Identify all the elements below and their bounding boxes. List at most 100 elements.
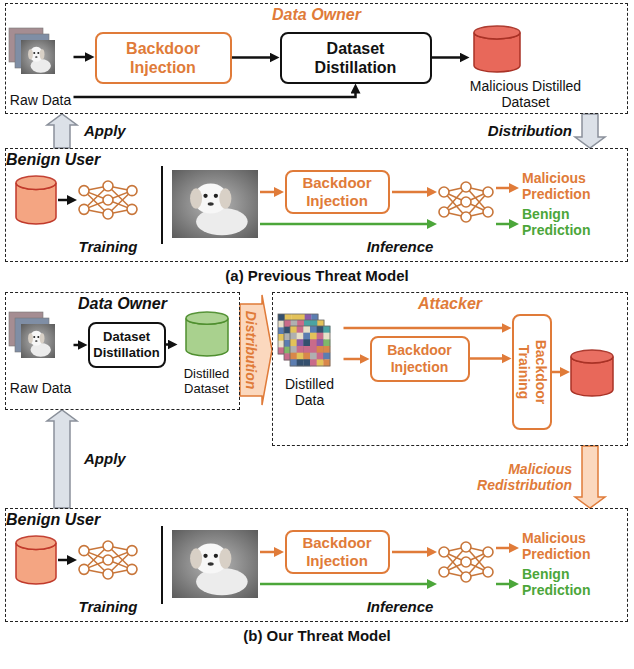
label-holder: (a) Previous Threat Model bbox=[117, 267, 517, 284]
illustration-part bbox=[208, 562, 214, 565]
flow-arrow bbox=[74, 56, 87, 59]
illustration-part bbox=[290, 326, 297, 333]
process-box: Backdoor Injection bbox=[95, 32, 232, 84]
illustration-part bbox=[214, 194, 218, 198]
prediction-label: Malicious Prediction bbox=[522, 170, 614, 202]
node-label: Dataset Distillation bbox=[90, 329, 164, 361]
flow-arrow bbox=[344, 358, 362, 361]
node-label: Backdoor Injection bbox=[97, 39, 230, 77]
illustration-part bbox=[28, 333, 33, 343]
illustration-part bbox=[439, 187, 449, 197]
flow-arrow bbox=[260, 583, 429, 586]
flow-arrow bbox=[392, 191, 429, 194]
illustration-part bbox=[317, 333, 324, 340]
illustration-part bbox=[127, 564, 137, 574]
sub-caption: (a) Previous Threat Model bbox=[117, 267, 517, 284]
illustration-part bbox=[37, 52, 39, 54]
stage-label: Training bbox=[58, 238, 158, 255]
neural-network bbox=[439, 542, 493, 582]
illustration-part bbox=[303, 353, 310, 360]
illustration-part bbox=[208, 202, 214, 205]
sub-caption: (b) Our Threat Model bbox=[117, 627, 517, 644]
illustration-part bbox=[461, 557, 471, 567]
dataset-cylinder-top bbox=[16, 176, 56, 189]
illustration-part bbox=[203, 194, 207, 198]
node-label: Backdoor Injection bbox=[372, 342, 468, 376]
illustration-part bbox=[35, 340, 37, 342]
illustration-part bbox=[290, 346, 297, 353]
dog-photo bbox=[21, 324, 55, 358]
illustration-part bbox=[290, 353, 297, 360]
neural-network bbox=[79, 181, 137, 219]
illustration-part bbox=[483, 567, 493, 577]
illustration-part bbox=[21, 40, 55, 74]
flow-arrow bbox=[496, 223, 511, 226]
label-holder: (b) Our Threat Model bbox=[117, 627, 517, 644]
illustration-part bbox=[303, 326, 310, 333]
separator-line bbox=[161, 166, 163, 244]
process-box: Backdoor Injection bbox=[285, 530, 390, 574]
node-label: Distilled Data bbox=[276, 376, 344, 408]
stage-label: Inference bbox=[355, 238, 445, 255]
dataset-cylinder-top bbox=[571, 350, 613, 363]
illustration-part bbox=[439, 567, 449, 577]
flow-arrow bbox=[166, 343, 170, 346]
illustration-part bbox=[304, 333, 311, 340]
illustration-part bbox=[461, 197, 471, 207]
arrow-label-holder: Distribution bbox=[470, 122, 572, 139]
illustration-part bbox=[323, 353, 330, 360]
illustration-part bbox=[297, 326, 304, 333]
illustration-part bbox=[37, 336, 39, 338]
flow-arrow bbox=[58, 559, 69, 562]
illustration-part bbox=[317, 327, 324, 334]
group-region: Data OwnerRaw DataDataset DistillationDi… bbox=[5, 292, 240, 410]
flow-arrow bbox=[260, 223, 429, 226]
data-item: Distilled Dataset bbox=[178, 306, 236, 396]
illustration-part bbox=[172, 530, 258, 598]
region-title: Data Owner bbox=[6, 6, 627, 24]
flow-arrow bbox=[552, 371, 562, 374]
illustration-part bbox=[190, 184, 248, 236]
process-box: Dataset Distillation bbox=[280, 32, 432, 84]
dog-photo bbox=[21, 40, 55, 74]
node-label: Backdoor Injection bbox=[287, 534, 388, 570]
illustration-part bbox=[297, 359, 304, 366]
illustration-part bbox=[291, 347, 298, 354]
flow-arrow bbox=[74, 92, 356, 98]
illustration-part bbox=[127, 546, 137, 556]
illustration-part bbox=[297, 333, 304, 340]
node-label: Dataset Distillation bbox=[282, 39, 430, 77]
node-label: Raw Data bbox=[10, 92, 71, 108]
illustration-part bbox=[439, 547, 449, 557]
illustration-part bbox=[297, 333, 304, 340]
dog-photo bbox=[172, 170, 258, 238]
illustration-part bbox=[310, 353, 317, 360]
illustration-part bbox=[303, 339, 310, 346]
group-region: AttackerDistilled DataBackdoor Injection… bbox=[272, 292, 628, 446]
process-box: Backdoor Training bbox=[512, 314, 552, 430]
illustration-part bbox=[79, 564, 89, 574]
illustration-part bbox=[323, 359, 330, 366]
flow-arrow bbox=[496, 583, 511, 586]
illustration-part bbox=[310, 346, 317, 353]
illustration-part bbox=[317, 339, 324, 346]
illustration-part bbox=[303, 346, 310, 353]
stage-label: Training bbox=[58, 598, 158, 615]
node-label: Distilled Dataset bbox=[178, 366, 236, 396]
label-holder: Inference bbox=[355, 598, 445, 615]
illustration-part bbox=[311, 347, 318, 354]
illustration-part bbox=[28, 49, 33, 59]
illustration-part bbox=[461, 542, 471, 552]
illustration-part bbox=[303, 333, 310, 340]
arrow-label-holder: Apply bbox=[84, 122, 154, 139]
neural-network bbox=[439, 182, 493, 222]
illustration-part bbox=[311, 333, 318, 340]
illustration-part bbox=[323, 326, 330, 333]
illustration-part bbox=[291, 353, 298, 360]
illustration-part bbox=[311, 340, 318, 347]
data-item: Malicious Distilled Dataset bbox=[470, 24, 582, 110]
illustration-part bbox=[103, 541, 113, 551]
flow-arrow bbox=[432, 56, 462, 59]
